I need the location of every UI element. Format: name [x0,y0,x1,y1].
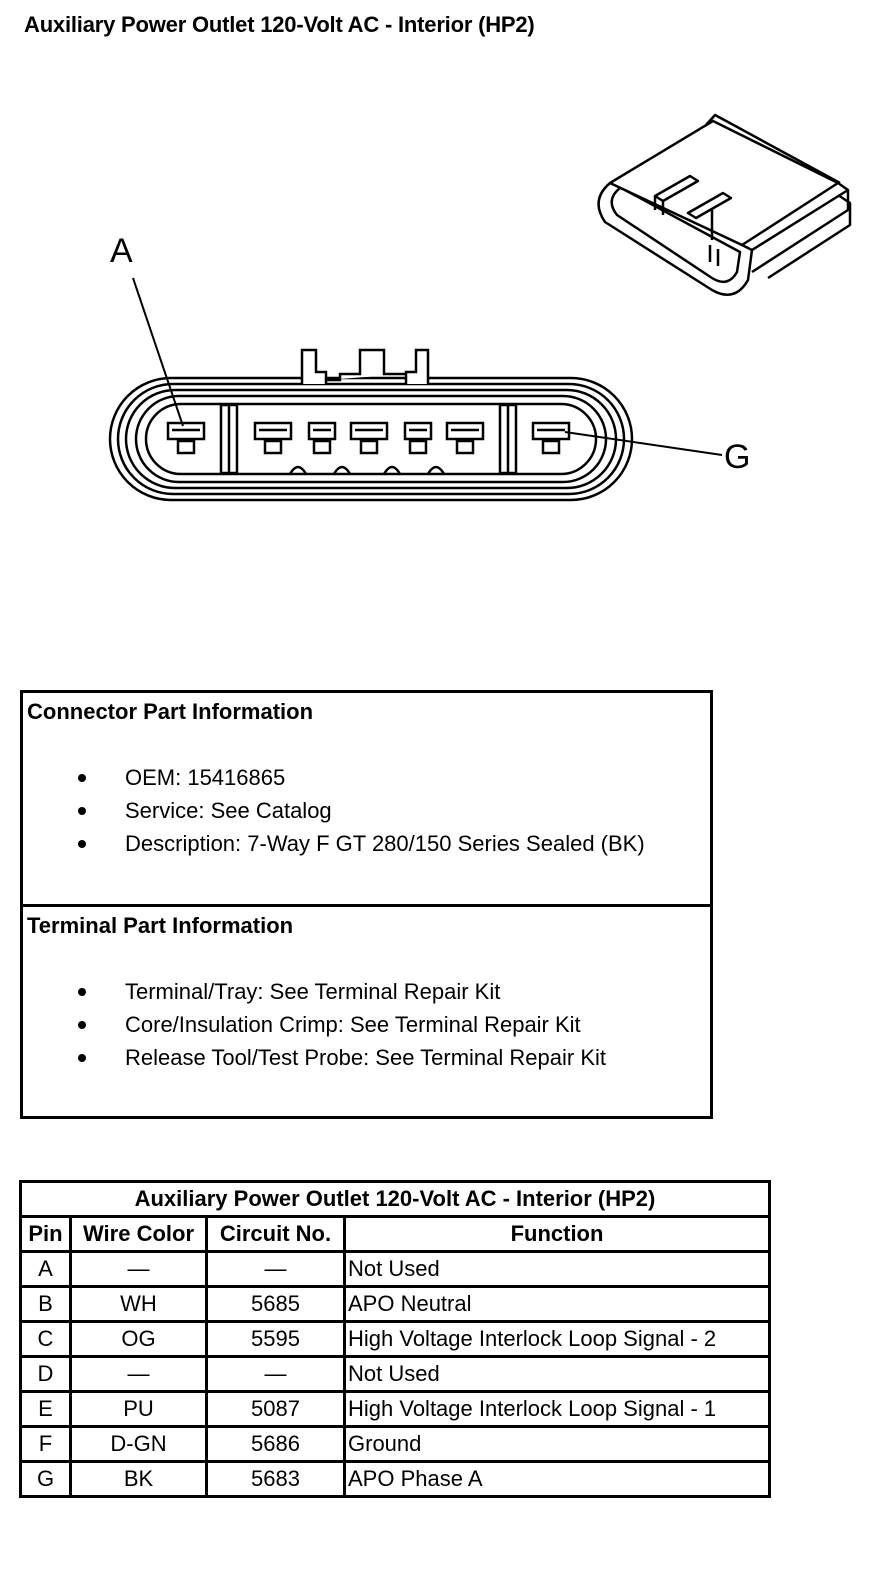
table-row: B WH 5685 APO Neutral [19,1285,771,1323]
cell-wire-color: OG [69,1320,208,1358]
header-function: Function [343,1215,771,1253]
bullet-icon [78,840,86,848]
list-item: Description: 7-Way F GT 280/150 Series S… [23,831,645,864]
cell-pin: D [19,1355,72,1393]
cavity-c [307,421,337,455]
callout-pin-g: G [724,438,751,476]
list-item-text: Service: See Catalog [125,798,332,823]
cavity-a [166,421,206,455]
terminal-cavities [166,421,571,455]
part-information-box: Connector Part Information OEM: 15416865… [20,690,713,1119]
bullet-icon [78,774,86,782]
cell-circuit: 5686 [205,1425,346,1463]
callout-leader-lines [132,277,723,456]
connector-part-information: Connector Part Information OEM: 15416865… [23,693,710,907]
terminal-part-information: Terminal Part Information Terminal/Tray:… [23,907,710,1117]
cell-function: APO Neutral [343,1285,771,1323]
connector-isometric-view [597,113,852,296]
cell-circuit: 5087 [205,1390,346,1428]
cell-circuit: 5683 [205,1460,346,1498]
terminal-info-heading: Terminal Part Information [27,913,294,938]
list-item: Core/Insulation Crimp: See Terminal Repa… [23,1012,606,1045]
bullet-icon [78,807,86,815]
callout-pin-a: A [110,232,133,270]
cell-pin: F [19,1425,72,1463]
connector-info-list: OEM: 15416865 Service: See Catalog Descr… [23,765,645,864]
cell-wire-color: D-GN [69,1425,208,1463]
cell-pin: C [19,1320,72,1358]
list-item-text: OEM: 15416865 [125,765,286,790]
connector-face-view [108,348,634,502]
cell-circuit: — [205,1355,346,1393]
bullet-icon [78,1021,86,1029]
table-header-row: Pin Wire Color Circuit No. Function [19,1215,771,1253]
table-row: C OG 5595 High Voltage Interlock Loop Si… [19,1320,771,1358]
cell-function: Not Used [343,1355,771,1393]
page-title: Auxiliary Power Outlet 120-Volt AC - Int… [24,12,535,37]
cell-pin: G [19,1460,72,1498]
table-row: D — — Not Used [19,1355,771,1393]
table-title-row: Auxiliary Power Outlet 120-Volt AC - Int… [19,1180,771,1218]
cell-pin: E [19,1390,72,1428]
list-item: OEM: 15416865 [23,765,645,798]
cell-wire-color: WH [69,1285,208,1323]
cavity-b [253,421,293,455]
terminal-info-list: Terminal/Tray: See Terminal Repair Kit C… [23,979,606,1078]
table-row: G BK 5683 APO Phase A [19,1460,771,1498]
cell-function: Not Used [343,1250,771,1288]
bullet-icon [78,988,86,996]
cavity-d [349,421,389,455]
bullet-icon [78,1054,86,1062]
cell-wire-color: — [69,1355,208,1393]
cavity-e [403,421,433,455]
table-row: F D-GN 5686 Ground [19,1425,771,1463]
table-row: A — — Not Used [19,1250,771,1288]
list-item-text: Release Tool/Test Probe: See Terminal Re… [125,1045,606,1070]
connector-diagram [108,113,852,502]
cell-circuit: — [205,1250,346,1288]
cell-wire-color: — [69,1250,208,1288]
table-title: Auxiliary Power Outlet 120-Volt AC - Int… [19,1180,771,1218]
list-item: Release Tool/Test Probe: See Terminal Re… [23,1045,606,1078]
cell-pin: A [19,1250,72,1288]
list-item-text: Description: 7-Way F GT 280/150 Series S… [125,831,645,856]
cell-function: High Voltage Interlock Loop Signal - 2 [343,1320,771,1358]
cell-function: High Voltage Interlock Loop Signal - 1 [343,1390,771,1428]
list-item: Terminal/Tray: See Terminal Repair Kit [23,979,606,1012]
list-item: Service: See Catalog [23,798,645,831]
cell-function: Ground [343,1425,771,1463]
cell-wire-color: BK [69,1460,208,1498]
cavity-f [445,421,485,455]
list-item-text: Core/Insulation Crimp: See Terminal Repa… [125,1012,581,1037]
cell-function: APO Phase A [343,1460,771,1498]
cell-circuit: 5685 [205,1285,346,1323]
connector-info-heading: Connector Part Information [27,699,314,724]
table-row: E PU 5087 High Voltage Interlock Loop Si… [19,1390,771,1428]
list-item-text: Terminal/Tray: See Terminal Repair Kit [125,979,501,1004]
header-wire-color: Wire Color [69,1215,208,1253]
cell-circuit: 5595 [205,1320,346,1358]
cavity-g [531,421,571,455]
cell-pin: B [19,1285,72,1323]
header-circuit: Circuit No. [205,1215,346,1253]
header-pin: Pin [19,1215,72,1253]
pin-table: Auxiliary Power Outlet 120-Volt AC - Int… [19,1180,771,1498]
cell-wire-color: PU [69,1390,208,1428]
